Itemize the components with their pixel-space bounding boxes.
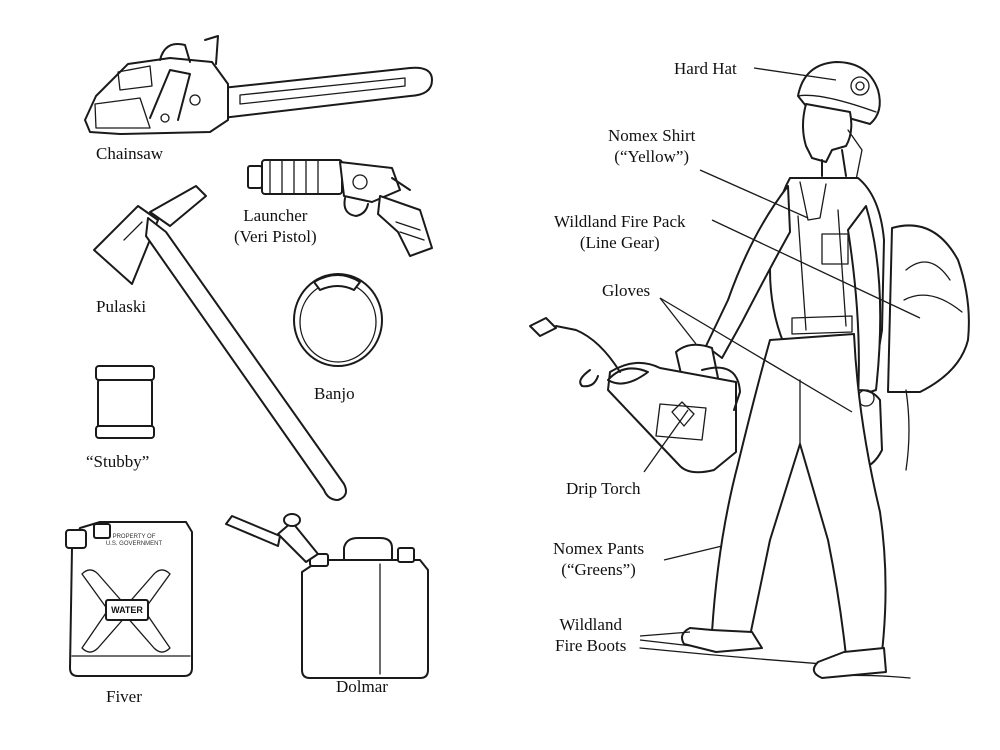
launcher-drawing xyxy=(247,159,433,257)
label-launcher-line1: Launcher xyxy=(243,206,308,225)
label-pulaski-text: Pulaski xyxy=(96,297,147,316)
label-dolmar-text: Dolmar xyxy=(336,677,388,696)
banjo-drawing xyxy=(293,273,383,367)
label-dolmar: Dolmar xyxy=(336,676,388,697)
label-nomex-shirt-line2: (“Yellow”) xyxy=(614,147,690,166)
label-launcher-line2: (Veri Pistol) xyxy=(234,227,317,246)
label-launcher: Launcher (Veri Pistol) xyxy=(234,205,317,247)
label-fire-boots-line1: Wildland xyxy=(559,615,622,634)
firefighter-drawing xyxy=(529,61,970,679)
label-chainsaw-text: Chainsaw xyxy=(96,144,164,163)
label-chainsaw: Chainsaw xyxy=(96,143,163,164)
label-nomex-shirt-line1: Nomex Shirt xyxy=(608,126,696,145)
label-nomex-shirt: Nomex Shirt (“Yellow”) xyxy=(608,125,695,167)
label-fiver-text: Fiver xyxy=(106,687,142,706)
leader-lines xyxy=(639,67,921,647)
fiver-stamp-line2: U.S. GOVERNMENT xyxy=(105,541,163,547)
label-banjo: Banjo xyxy=(314,383,355,404)
label-fire-pack-line1: Wildland Fire Pack xyxy=(554,212,686,231)
chainsaw-drawing xyxy=(84,35,433,135)
label-nomex-pants: Nomex Pants (“Greens”) xyxy=(553,538,644,580)
fiver-water-text: WATER xyxy=(111,605,143,615)
label-gloves: Gloves xyxy=(602,280,650,301)
fiver-stamp-line1: PROPERTY OF xyxy=(112,534,156,540)
pulaski-drawing xyxy=(93,185,347,501)
label-fire-boots-line2: Fire Boots xyxy=(555,636,627,655)
label-banjo-text: Banjo xyxy=(314,384,355,403)
label-hard-hat-text: Hard Hat xyxy=(674,59,737,78)
stubby-drawing xyxy=(95,365,155,439)
label-hard-hat: Hard Hat xyxy=(674,58,737,79)
dolmar-drawing xyxy=(225,513,429,679)
fiver-stamp: PROPERTY OF U.S. GOVERNMENT xyxy=(94,534,174,548)
label-fire-boots: Wildland Fire Boots xyxy=(555,614,626,656)
fiver-drawing xyxy=(65,521,193,677)
label-nomex-pants-line2: (“Greens”) xyxy=(561,560,636,579)
label-gloves-text: Gloves xyxy=(602,281,651,300)
label-drip-torch-text: Drip Torch xyxy=(566,479,641,498)
label-fiver: Fiver xyxy=(106,686,142,707)
label-fire-pack-line2: (Line Gear) xyxy=(579,233,660,252)
label-fire-pack: Wildland Fire Pack (Line Gear) xyxy=(554,211,686,253)
label-stubby: “Stubby” xyxy=(86,451,149,472)
label-stubby-text: “Stubby” xyxy=(86,452,150,471)
label-drip-torch: Drip Torch xyxy=(566,478,641,499)
label-nomex-pants-line1: Nomex Pants xyxy=(553,539,645,558)
label-pulaski: Pulaski xyxy=(96,296,146,317)
